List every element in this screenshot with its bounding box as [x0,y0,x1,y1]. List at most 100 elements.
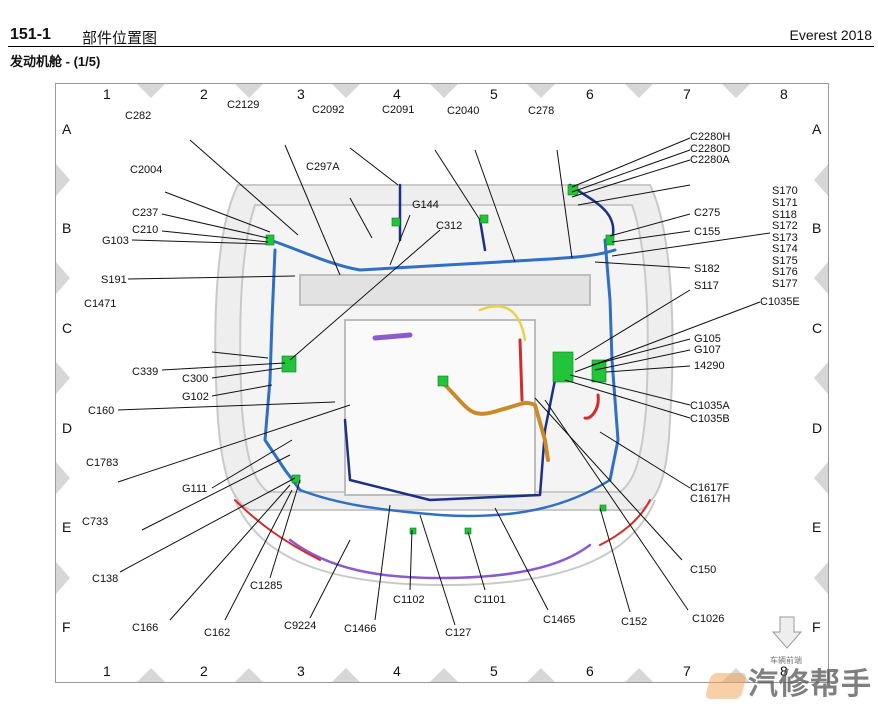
front-arrow-icon [771,616,803,649]
label-s172: S172 [772,220,798,232]
leader-line [571,159,691,198]
watermark-logo-icon [704,673,748,700]
leader-line [389,214,411,266]
label-s173: S173 [772,232,798,244]
col-label: 2 [200,663,208,679]
leader-line [161,213,269,239]
label-c300: C300 [182,373,208,385]
label-c339: C339 [132,366,158,378]
leader-line [119,477,296,573]
grid-marker [235,84,263,98]
grid-marker [814,164,828,196]
label-c162: C162 [204,627,230,639]
label-c1617h: C1617H [690,493,730,505]
label-c2091: C2091 [382,104,414,116]
grid-marker [56,462,70,494]
grid-labels: 1 2 3 4 5 6 7 8 1 2 3 4 5 6 7 8 A B C D … [62,86,822,679]
leader-line [594,261,691,269]
leader-line [161,230,269,243]
page-title: 部件位置图 [82,30,158,47]
leader-line [571,137,691,188]
label-c2129: C2129 [227,99,259,111]
label-c2280d: C2280D [690,143,730,155]
leader-line [594,349,691,371]
connector-block [265,234,275,246]
col-label: 3 [297,663,305,679]
grid-marker [814,462,828,494]
row-label: B [812,220,821,236]
grid-marker [332,668,360,682]
label-c150: C150 [690,564,716,576]
label-c1035b: C1035B [690,413,730,425]
label-c1783: C1783 [86,457,118,469]
label-c282: C282 [125,110,151,122]
grid-marker [430,84,458,98]
label-c1465: C1465 [543,614,575,626]
row-label: B [62,220,71,236]
label-c1617f: C1617F [690,482,729,494]
connector-block [437,375,449,387]
row-label: D [62,420,72,436]
leader-line [164,191,271,233]
grid-marker [814,362,828,394]
row-label: A [812,121,822,137]
harness-red [518,338,600,420]
label-c127: C127 [445,627,471,639]
label-c1101: C1101 [474,594,506,606]
label-c9224: C9224 [284,620,316,632]
label-c1026: C1026 [692,613,724,625]
leader-line [349,197,373,239]
grid-marker [235,668,263,682]
leader-line [309,539,351,619]
leader-line [419,514,456,626]
label-c1035a: C1035A [690,400,730,412]
leader-line [211,351,269,359]
label-s174: S174 [772,243,798,255]
grid-markers [56,84,828,682]
label-s118: S118 [772,209,797,221]
harness-main-blue [268,238,617,272]
leader-line [117,404,351,483]
leader-line [141,454,291,531]
label-c1285: C1285 [250,580,282,592]
leader-line [564,379,691,419]
col-label: 7 [683,663,691,679]
grid-marker [56,164,70,196]
label-g105: G105 [694,333,721,345]
col-label: 6 [586,663,594,679]
leader-line [374,504,391,621]
label-g144: G144 [412,199,439,211]
label-g102: G102 [182,391,209,403]
label-c210: C210 [132,224,158,236]
grid-marker [332,84,360,98]
label-c1102: C1102 [393,594,425,606]
label-c155: C155 [694,226,720,238]
leader-line [189,139,299,236]
col-label: 4 [393,86,401,102]
label-c166: C166 [132,622,158,634]
harness-front-loop [298,478,612,518]
leader-line [571,149,691,193]
col-label: 8 [780,86,788,102]
leader-line [467,531,486,591]
col-label: 8 [780,663,788,679]
watermark: 汽修帮手 [704,659,872,703]
row-label: A [62,121,72,137]
leader-line [611,232,771,257]
leader-line [534,397,683,561]
header-rule [8,46,874,47]
connector-block [391,217,401,227]
watermark-text: 汽修帮手 [748,668,872,701]
label-c278: C278 [528,105,554,117]
grid-marker [814,562,828,594]
harness-yellow [478,305,527,342]
harness-purple-top [372,332,413,341]
label-s171: S171 [772,197,798,209]
row-label: F [62,619,71,635]
label-g103: G103 [102,235,129,247]
leader-line [494,507,549,611]
col-label: 6 [586,86,594,102]
label-c2040: C2040 [447,105,479,117]
label-c2280a: C2280A [690,154,730,166]
